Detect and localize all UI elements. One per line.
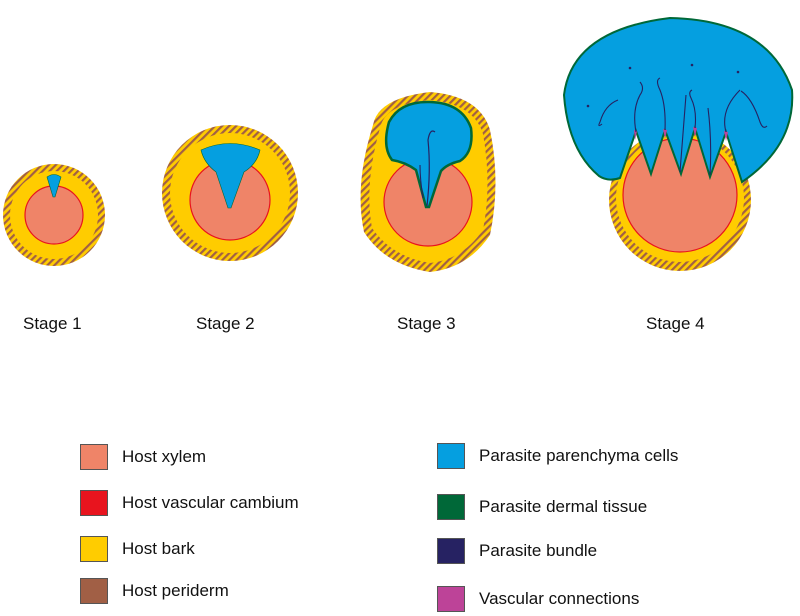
stage-4-bundle <box>724 89 741 133</box>
legend-item-parasite-bundle: Parasite bundle <box>437 538 597 564</box>
legend-item-parasite-dermal-tissue: Parasite dermal tissue <box>437 494 647 520</box>
stage-4-label: Stage 4 <box>646 314 705 333</box>
legend-label: Host vascular cambium <box>122 493 299 512</box>
stage-3-bundle <box>419 164 424 199</box>
stage-4-bundle <box>598 99 619 127</box>
stage-2-parasite <box>200 143 261 209</box>
stage-4-bundle <box>656 77 666 131</box>
legend-item-host-periderm: Host periderm <box>80 578 229 604</box>
stage-4-bundle <box>634 81 644 133</box>
stage-4-figure <box>562 16 794 271</box>
stage-4-vascular-connection <box>634 130 637 140</box>
legend-swatch <box>80 536 108 562</box>
legend-swatch <box>437 538 465 564</box>
legend-item-host-bark: Host bark <box>80 536 195 562</box>
stage-4-parasite <box>562 16 794 184</box>
legend-swatch <box>437 494 465 520</box>
stage-4-vascular-connection <box>724 131 728 141</box>
stage-3-label: Stage 3 <box>397 314 456 333</box>
legend-swatch <box>437 586 465 612</box>
stage-4-bundle-dot <box>628 66 632 70</box>
stage-4-bundle <box>740 90 768 128</box>
stage-4-bundle <box>679 94 687 173</box>
stage-3-bundle <box>426 130 436 207</box>
legend-item-vascular-connections: Vascular connections <box>437 586 639 612</box>
legend-item-host-xylem: Host xylem <box>80 444 206 470</box>
legend-swatch <box>80 444 108 470</box>
stage-4-bundle <box>689 89 697 129</box>
legend-label: Parasite dermal tissue <box>479 497 648 516</box>
legend-swatch <box>437 443 465 469</box>
stage-4-bundle-dot <box>736 70 740 74</box>
legend-swatch <box>80 490 108 516</box>
stage-3-figure <box>360 92 496 272</box>
stage-4-bundle-dot <box>586 104 590 108</box>
legend-swatch <box>80 578 108 604</box>
stage-2-figure <box>162 125 298 261</box>
legend-item-host-vascular-cambium: Host vascular cambium <box>80 490 299 516</box>
stage-1-label: Stage 1 <box>23 314 82 333</box>
legend-label: Host bark <box>122 539 195 558</box>
legend-label: Vascular connections <box>479 589 640 608</box>
legend-label: Parasite bundle <box>479 541 598 560</box>
legend-label: Host xylem <box>122 447 207 466</box>
stage-4-bundle <box>707 107 712 176</box>
stage-4-vascular-connection <box>663 129 667 139</box>
stage-1-parasite <box>46 174 62 198</box>
legend-label: Parasite parenchyma cells <box>479 446 679 465</box>
legend-label: Host periderm <box>122 581 229 600</box>
legend-item-parasite-parenchyma-cells: Parasite parenchyma cells <box>437 443 678 469</box>
parasite-development-diagram <box>3 16 794 272</box>
stage-4-vascular-connection <box>693 127 697 137</box>
stage-4-bundle-dot <box>690 63 694 67</box>
stage-2-label: Stage 2 <box>196 314 255 333</box>
stage-1-figure <box>3 164 105 266</box>
